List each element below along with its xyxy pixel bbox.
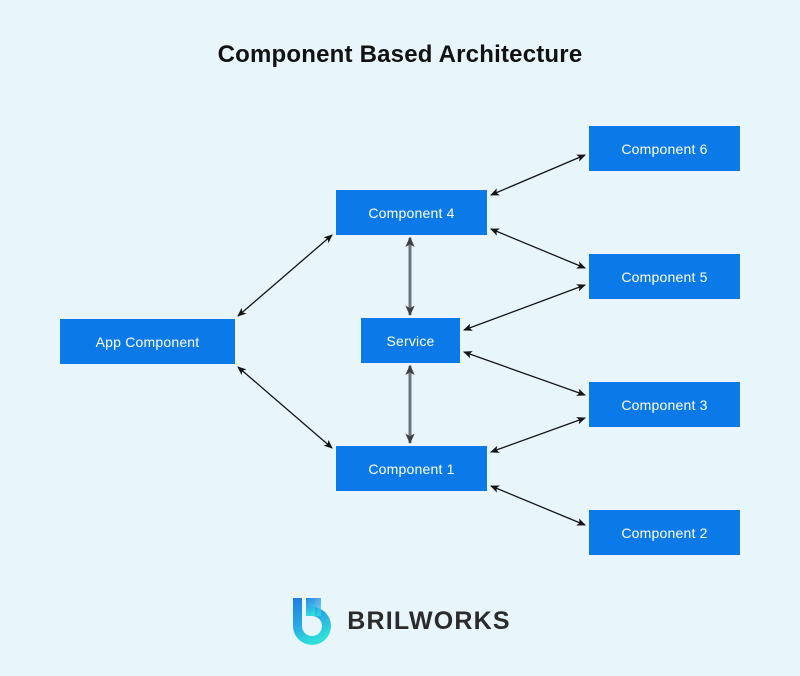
node-component-6[interactable]: Component 6: [589, 126, 740, 171]
edge-component1-to-component2: [490, 485, 586, 526]
edge-component4-to-component6: [490, 154, 586, 196]
node-label: Component 2: [621, 524, 708, 541]
node-component-2[interactable]: Component 2: [589, 510, 740, 555]
node-component-4[interactable]: Component 4: [336, 190, 487, 235]
brilworks-b-mark: [293, 598, 332, 645]
edge-service-to-component5: [463, 284, 586, 331]
node-label: Component 4: [368, 204, 455, 221]
node-label: Component 3: [621, 396, 708, 413]
brilworks-wordmark: BRILWORKS: [347, 606, 511, 635]
edge-app-to-component4: [237, 234, 333, 317]
node-app-component[interactable]: App Component: [60, 319, 235, 364]
edge-component4-to-component5: [490, 228, 586, 269]
node-component-1[interactable]: Component 1: [336, 446, 487, 491]
page-title: Component Based Architecture: [217, 41, 583, 68]
node-service[interactable]: Service: [361, 318, 460, 363]
node-label: Component 5: [621, 268, 708, 285]
edge-service-to-component3: [463, 351, 586, 396]
brilworks-logo: BRILWORKS: [0, 596, 800, 646]
node-component-5[interactable]: Component 5: [589, 254, 740, 299]
node-label: Component 1: [368, 460, 455, 477]
node-label: Component 6: [621, 140, 708, 157]
node-component-3[interactable]: Component 3: [589, 382, 740, 427]
edge-component1-to-component3: [490, 417, 586, 453]
node-label: App Component: [95, 333, 200, 350]
node-label: Service: [386, 332, 435, 349]
edge-app-to-component1: [237, 366, 333, 449]
